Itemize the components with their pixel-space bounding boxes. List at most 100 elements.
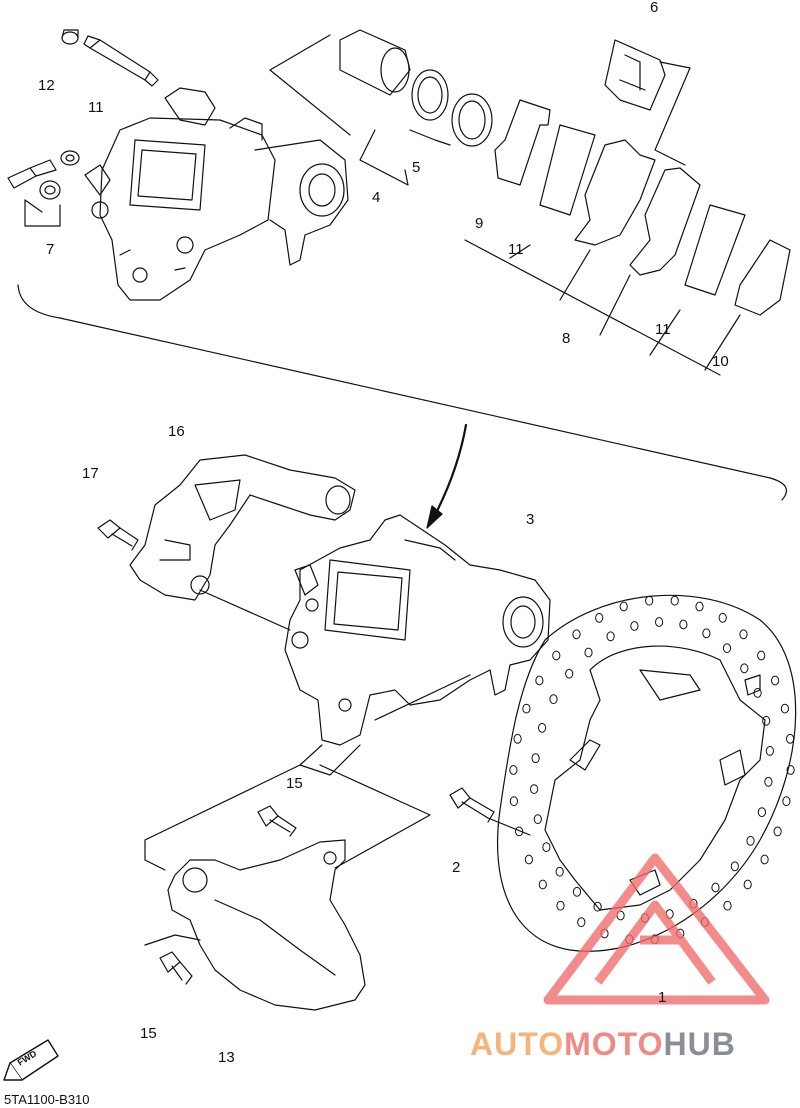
disc-hole	[765, 746, 775, 756]
fwd-arrow-icon	[3, 1039, 59, 1081]
disc-hole	[645, 595, 654, 606]
top-caliper-body	[84, 87, 349, 301]
disc-hole	[565, 668, 574, 679]
disc-hole	[522, 703, 531, 714]
caliper-guard	[144, 839, 366, 1011]
disc-hole	[524, 854, 534, 865]
assembly-arrow-head	[426, 505, 443, 529]
piston-and-seals	[269, 29, 493, 186]
assembly-arrow	[433, 423, 468, 517]
figure-code: 5TA1100-B310	[4, 1092, 90, 1107]
watermark-logo	[543, 853, 770, 1005]
callout-8: 8	[562, 330, 571, 347]
disc-hole	[556, 900, 565, 911]
guard-bolt-upper	[257, 805, 297, 837]
disc-hole	[670, 595, 679, 606]
callout-13: 12	[38, 77, 55, 94]
disc-hole	[593, 901, 602, 912]
disc-hole	[695, 601, 704, 612]
callout-16: 16	[168, 423, 185, 440]
disc-hole	[739, 629, 748, 640]
disc-hole	[572, 886, 582, 897]
disc-hole	[533, 814, 542, 825]
disc-hole	[530, 784, 539, 794]
pad-leader	[464, 239, 741, 376]
disc-hole	[509, 765, 518, 775]
callout-15-lower: 15	[140, 1025, 157, 1042]
disc-hole	[679, 619, 688, 630]
caliper-assembly	[144, 514, 551, 861]
disc-hole	[771, 675, 780, 686]
disc-hole	[577, 917, 586, 928]
disc-hole	[515, 826, 524, 837]
guard-bolt-lower	[159, 951, 193, 985]
callout-5: 5	[412, 159, 421, 176]
callout-14: 13	[218, 1049, 235, 1066]
callout-4: 4	[372, 189, 381, 206]
disc-hole	[538, 879, 547, 890]
brake-pads	[494, 99, 791, 316]
callout-9: 9	[475, 215, 484, 232]
disc-hole	[572, 629, 581, 640]
disc-hole	[786, 733, 795, 744]
caliper-bracket	[129, 454, 356, 601]
disc-hole	[753, 688, 762, 698]
disc-hole	[702, 628, 711, 639]
watermark-brand: AUTOMOTOHUB	[470, 1026, 736, 1063]
disc-hole	[711, 882, 720, 893]
assembly-bracket	[17, 284, 788, 501]
disc-hole	[764, 776, 773, 787]
callout-11-right: 11	[655, 321, 671, 338]
disc-hole	[595, 612, 604, 623]
brand-part-hub: HUB	[663, 1026, 736, 1062]
pad-spring	[604, 39, 691, 166]
disc-hole	[509, 796, 519, 807]
callout-11-left: 11	[508, 241, 524, 258]
brand-part-moto: MOTO	[564, 1026, 664, 1062]
disc-hole	[757, 650, 766, 661]
disc-hole	[531, 753, 540, 764]
disc-hole	[730, 861, 739, 872]
disc-hole	[746, 835, 755, 846]
disc-hole	[786, 765, 795, 775]
callout-1: 1	[658, 989, 667, 1006]
callout-15-upper: 15	[286, 775, 303, 792]
brand-part-auto: AUTO	[470, 1026, 565, 1062]
disc-hole	[584, 647, 593, 658]
guard-leader	[144, 764, 431, 871]
bleed-screw	[7, 150, 80, 227]
disc-hole	[549, 694, 558, 705]
disc-hole	[722, 643, 732, 654]
disc-hole	[743, 879, 752, 890]
disc-hole	[655, 617, 664, 627]
brake-disc	[496, 594, 797, 952]
callout-17: 17	[82, 465, 99, 482]
callout-2: 2	[452, 859, 461, 876]
disc-hole	[619, 601, 628, 612]
callout-10: 10	[712, 353, 729, 370]
pad-pin	[61, 29, 159, 87]
disc-hole	[773, 826, 782, 837]
disc-hole	[757, 807, 767, 818]
disc-hole	[760, 854, 769, 865]
callout-12: 11	[88, 99, 104, 116]
disc-hole	[542, 842, 551, 852]
disc-hole	[723, 900, 732, 911]
disc-hole	[535, 675, 544, 686]
callout-7: 7	[46, 241, 55, 258]
disc-hole	[762, 715, 771, 726]
callout-6: 6	[650, 0, 659, 16]
bracket-bolt	[97, 519, 139, 551]
disc-bolt	[449, 787, 531, 836]
disc-holes	[509, 595, 795, 945]
disc-hole	[780, 703, 790, 714]
disc-hole	[718, 612, 727, 623]
disc-hole	[555, 866, 564, 877]
disc-hole	[513, 733, 522, 744]
disc-hole	[782, 796, 791, 807]
disc-hole	[538, 722, 547, 733]
disc-hole	[630, 621, 639, 631]
disc-hole	[552, 650, 561, 661]
